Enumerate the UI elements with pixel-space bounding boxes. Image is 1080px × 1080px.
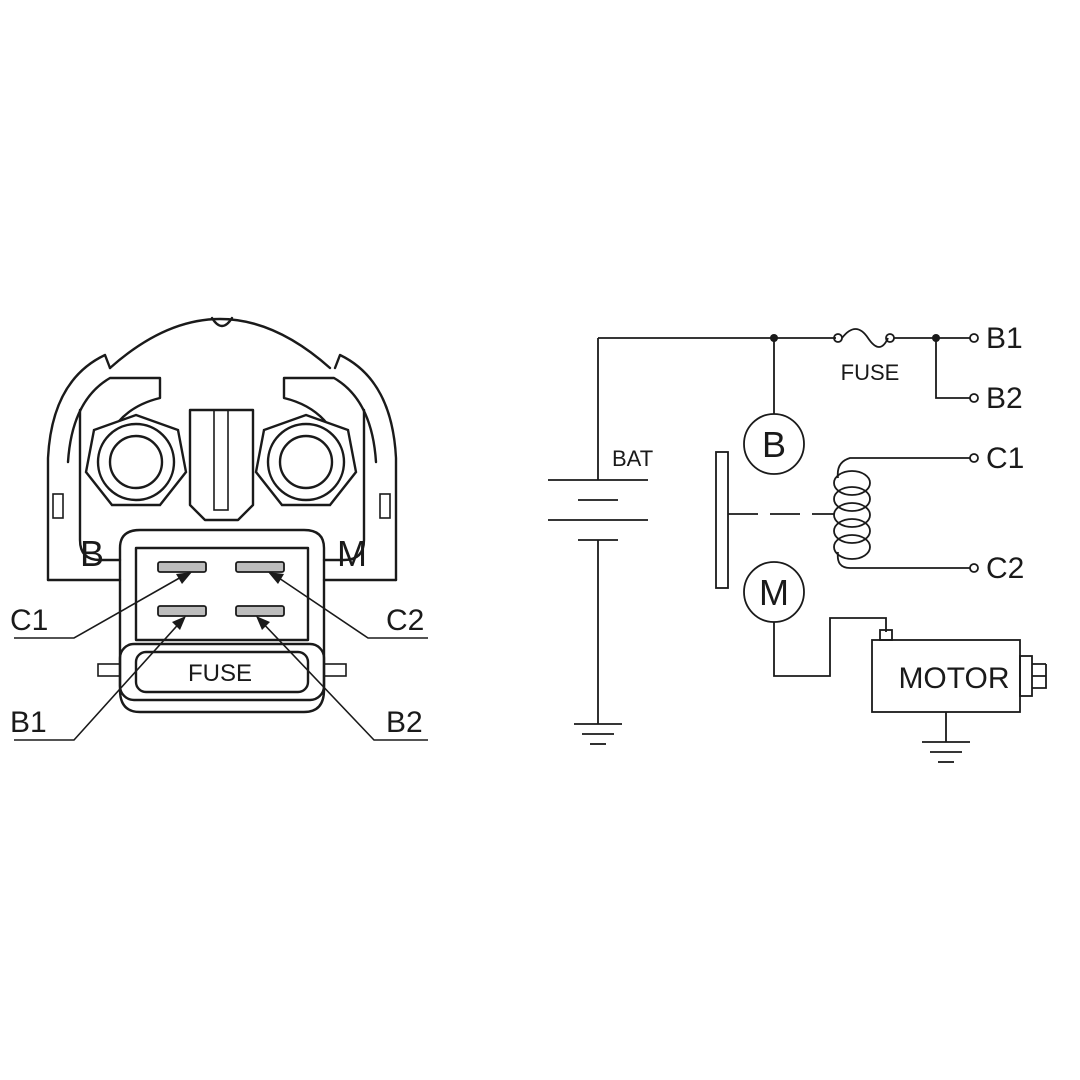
leader-b2 (257, 617, 428, 741)
arrow-c2 (268, 572, 284, 584)
contact-plate (715, 451, 729, 589)
arrow-b1 (172, 616, 186, 630)
coil-icon (833, 453, 979, 573)
terminal-label-c1: C1 (986, 442, 1024, 475)
contact-b-label: B (762, 424, 786, 465)
pin-label-b2: B2 (386, 706, 423, 739)
right-clip (379, 493, 391, 519)
contact-m-label: M (759, 572, 789, 613)
terminal-label-b1: B1 (986, 322, 1023, 355)
relay-housing (46, 316, 398, 582)
relay-terminal-m-label: M (337, 533, 367, 574)
fuse-tab-left (97, 663, 121, 677)
motor-icon (871, 629, 1047, 763)
terminal-label-b2: B2 (986, 382, 1023, 415)
battery-symbol (548, 338, 648, 724)
main-bus-wire (598, 328, 979, 403)
terminal-nut-m (254, 413, 358, 507)
blade-b1 (157, 605, 207, 617)
arrow-c1 (176, 572, 192, 584)
center-slot (213, 409, 229, 511)
schematic-fuse-label: FUSE (841, 360, 900, 385)
contact-b-circle (743, 413, 805, 475)
leader-b1 (14, 617, 185, 741)
left-clip (52, 493, 64, 519)
battery-ground-icon (574, 723, 622, 745)
blade-c2 (235, 561, 285, 573)
leader-c2 (269, 571, 428, 639)
center-divider (188, 408, 255, 522)
pin-label-b1: B1 (10, 706, 47, 739)
terminal-nut-b (84, 413, 188, 507)
relay-terminal-b-label: B (80, 533, 104, 574)
relay-dome-tab (210, 316, 234, 328)
fuse-tab-right (323, 663, 347, 677)
arrow-b2 (256, 616, 270, 630)
relay-dome (108, 317, 332, 370)
blade-b2 (235, 605, 285, 617)
pin-label-c2: C2 (386, 604, 424, 637)
battery-label: BAT (612, 446, 653, 471)
relay-body-inner (78, 408, 366, 562)
blade-c1 (157, 561, 207, 573)
motor-label: MOTOR (898, 662, 1009, 695)
leader-c1 (14, 571, 191, 639)
relay-fuse-label: FUSE (188, 660, 252, 687)
wire-m-to-motor (773, 617, 887, 677)
pin-label-c1: C1 (10, 604, 48, 637)
pin-leaders (14, 571, 428, 741)
terminal-label-c2: C2 (986, 552, 1024, 585)
relay-outer-hood (46, 353, 398, 582)
